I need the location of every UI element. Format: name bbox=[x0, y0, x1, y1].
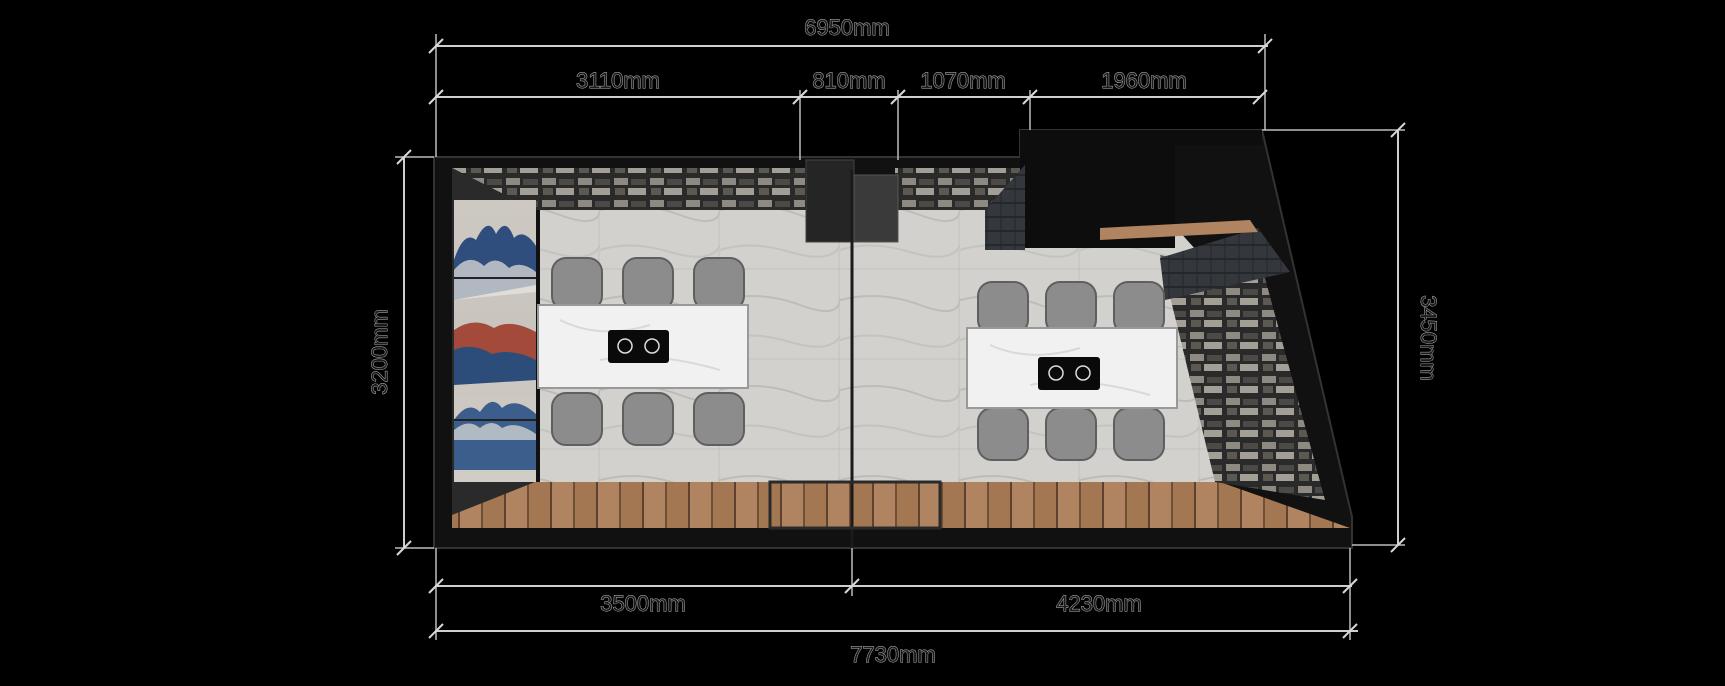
induction-hob-icon bbox=[1038, 357, 1100, 390]
induction-hob-icon bbox=[608, 330, 669, 363]
dark-cladding-right bbox=[1160, 228, 1290, 300]
chair-group-top-right bbox=[977, 281, 1165, 335]
wave-mural bbox=[454, 200, 536, 482]
left-dining-room bbox=[537, 257, 749, 446]
dark-cladding-upper bbox=[985, 165, 1025, 250]
chair bbox=[977, 281, 1029, 335]
dimension-labels: 6950mm 3110mm 810mm 1070mm 1960mm 3500mm… bbox=[367, 15, 1442, 668]
dim-bottom-seg2: 4230mm bbox=[1056, 591, 1142, 616]
chair bbox=[693, 392, 745, 446]
dim-top-seg4: 1960mm bbox=[1101, 68, 1187, 93]
right-dining-room bbox=[966, 281, 1178, 461]
wood-floor bbox=[452, 482, 1350, 528]
dim-top-seg1: 3110mm bbox=[576, 68, 660, 93]
right-stone-wall bbox=[1160, 255, 1325, 500]
wood-shelf bbox=[1100, 220, 1258, 240]
chair bbox=[693, 257, 745, 311]
dim-bottom-total: 7730mm bbox=[850, 642, 936, 667]
chair bbox=[1045, 407, 1097, 461]
dim-left-height: 3200mm bbox=[367, 309, 392, 395]
top-stone-wall bbox=[452, 168, 805, 210]
sliding-partition bbox=[768, 159, 942, 550]
chair bbox=[1113, 407, 1165, 461]
dim-top-total: 6950mm bbox=[804, 15, 890, 40]
chair bbox=[551, 392, 603, 446]
dim-right-height: 3450mm bbox=[1416, 295, 1441, 381]
chair-group-top-left bbox=[551, 257, 745, 311]
chair bbox=[551, 257, 603, 311]
dim-top-seg2: 810mm bbox=[812, 68, 885, 93]
chair bbox=[622, 392, 674, 446]
dim-bottom-seg1: 3500mm bbox=[600, 591, 686, 616]
cabinet-block bbox=[1020, 130, 1262, 248]
chair bbox=[1045, 281, 1097, 335]
dimension-lines bbox=[395, 34, 1406, 640]
dim-top-seg3: 1070mm bbox=[920, 68, 1006, 93]
chair-group-bottom-left bbox=[551, 392, 745, 446]
chair bbox=[1113, 281, 1165, 335]
chair-group-bottom-right bbox=[977, 407, 1165, 461]
chair bbox=[622, 257, 674, 311]
chair bbox=[977, 407, 1029, 461]
